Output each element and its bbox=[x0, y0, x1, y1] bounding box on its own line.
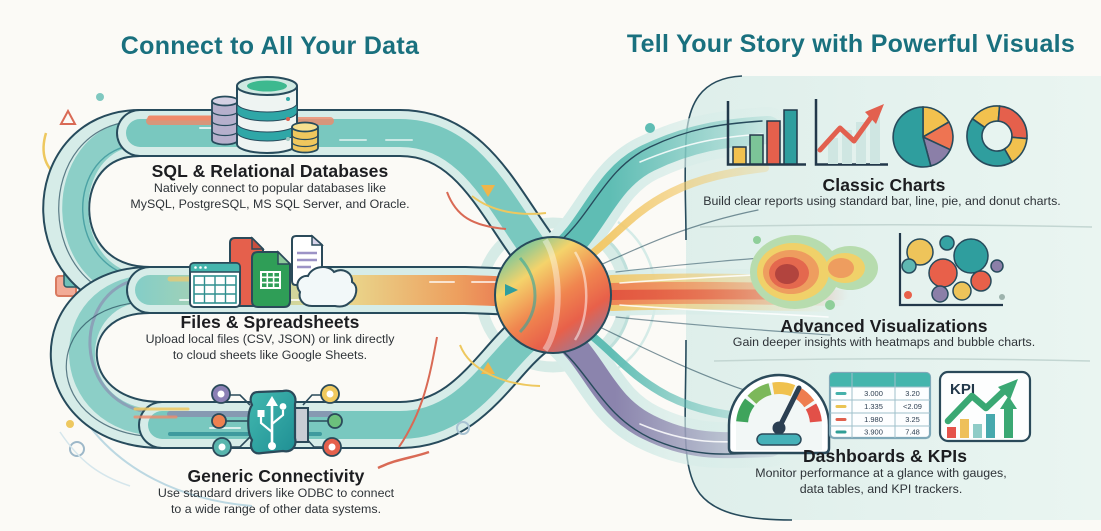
files-icons bbox=[189, 234, 358, 308]
left-heading: Connect to All Your Data bbox=[120, 32, 420, 60]
section-desc-generic-connectivity: Use standard drivers like ODBC to connec… bbox=[158, 486, 394, 518]
table-cell: 3.20 bbox=[905, 389, 920, 398]
table-cell: 3.900 bbox=[864, 428, 883, 437]
table-cell: 1.980 bbox=[864, 415, 883, 424]
desc-line: Use standard drivers like ODBC to connec… bbox=[157, 486, 395, 500]
usb-connector-icon bbox=[211, 384, 343, 457]
dot-icon bbox=[825, 300, 835, 310]
kpi-card-icon: KPI bbox=[938, 370, 1032, 443]
bar-chart-icon bbox=[726, 101, 806, 166]
section-title-files-spreadsheets: Files & Spreadsheets bbox=[180, 312, 360, 332]
section-title-advanced-visualizations: Advanced Visualizations bbox=[780, 316, 988, 336]
donut-chart-icon bbox=[966, 105, 1028, 167]
table-values: 3.000 3.20 1.335 <2.09 1.980 3.25 3.900 … bbox=[864, 389, 922, 437]
desc-line: Natively connect to popular databases li… bbox=[153, 181, 387, 195]
right-heading: Tell Your Story with Powerful Visuals bbox=[626, 30, 1076, 58]
circle-outline-icon bbox=[456, 421, 470, 435]
section-title-classic-charts: Classic Charts bbox=[822, 175, 946, 195]
table-row-markers bbox=[835, 392, 847, 434]
cloud-icon bbox=[296, 266, 358, 308]
triangle-down-icon bbox=[481, 185, 495, 197]
arrow-right-icon bbox=[505, 284, 518, 296]
table-cell: 3.000 bbox=[864, 389, 883, 398]
desc-line: MySQL, PostgreSQL, MS SQL Server, and Or… bbox=[130, 196, 410, 211]
desc-line: Upload local files (CSV, JSON) or link d… bbox=[145, 332, 395, 346]
google-sheet-icon bbox=[251, 250, 292, 308]
arc-icon bbox=[459, 344, 541, 387]
dot-icon bbox=[645, 123, 655, 133]
arc-icon bbox=[377, 450, 430, 470]
spreadsheet-window-icon bbox=[189, 262, 241, 308]
heatmap-icon bbox=[750, 235, 878, 309]
database-icon bbox=[211, 76, 319, 154]
desc-line: to a wide range of other data systems. bbox=[170, 501, 382, 516]
line-chart-icon bbox=[814, 99, 888, 166]
section-desc-sql-databases: Natively connect to popular databases li… bbox=[130, 181, 409, 213]
desc-line: Monitor performance at a glance with gau… bbox=[755, 466, 1007, 480]
panel-separator-1 bbox=[699, 224, 1093, 228]
section-desc-files-spreadsheets: Upload local files (CSV, JSON) or link d… bbox=[146, 332, 395, 364]
section-desc-classic-charts: Build clear reports using standard bar, … bbox=[703, 194, 1060, 210]
desc-line: data tables, and KPI trackers. bbox=[799, 481, 963, 496]
desc-line: Build clear reports using standard bar, … bbox=[703, 194, 1061, 208]
data-table-icon: 3.000 3.20 1.335 <2.09 1.980 3.25 3.900 … bbox=[828, 371, 932, 440]
arc-icon bbox=[59, 431, 131, 487]
dot-icon bbox=[753, 236, 761, 244]
table-cell: 3.25 bbox=[905, 415, 920, 424]
kpi-label: KPI bbox=[950, 381, 975, 398]
table-cell: <2.09 bbox=[903, 402, 922, 411]
section-desc-advanced-visualizations: Gain deeper insights with heatmaps and b… bbox=[733, 335, 1035, 351]
section-title-generic-connectivity: Generic Connectivity bbox=[187, 466, 365, 486]
dot-icon bbox=[96, 93, 104, 101]
section-title-dashboards-kpis: Dashboards & KPIs bbox=[802, 446, 968, 466]
flow-arrows bbox=[147, 110, 835, 470]
circle-outline-icon bbox=[69, 441, 85, 457]
arc-icon bbox=[398, 336, 438, 448]
arc-icon bbox=[446, 191, 507, 230]
table-cell: 1.335 bbox=[864, 402, 883, 411]
triangle-outline-icon bbox=[59, 108, 77, 125]
section-desc-dashboards-kpis: Monitor performance at a glance with gau… bbox=[755, 466, 1006, 498]
panel-separator-2 bbox=[713, 358, 1091, 362]
arc-icon bbox=[84, 419, 253, 507]
bubble-chart-icon bbox=[898, 233, 1005, 307]
arc-icon bbox=[471, 195, 547, 215]
table-cell: 7.48 bbox=[905, 428, 920, 437]
section-title-sql-databases: SQL & Relational Databases bbox=[151, 161, 389, 181]
gauge-icon bbox=[727, 373, 831, 455]
dot-icon bbox=[66, 420, 74, 428]
desc-line: to cloud sheets like Google Sheets. bbox=[172, 347, 368, 362]
pie-chart-icon bbox=[892, 106, 954, 168]
desc-line: Gain deeper insights with heatmaps and b… bbox=[732, 335, 1036, 349]
data-hub bbox=[494, 236, 612, 354]
